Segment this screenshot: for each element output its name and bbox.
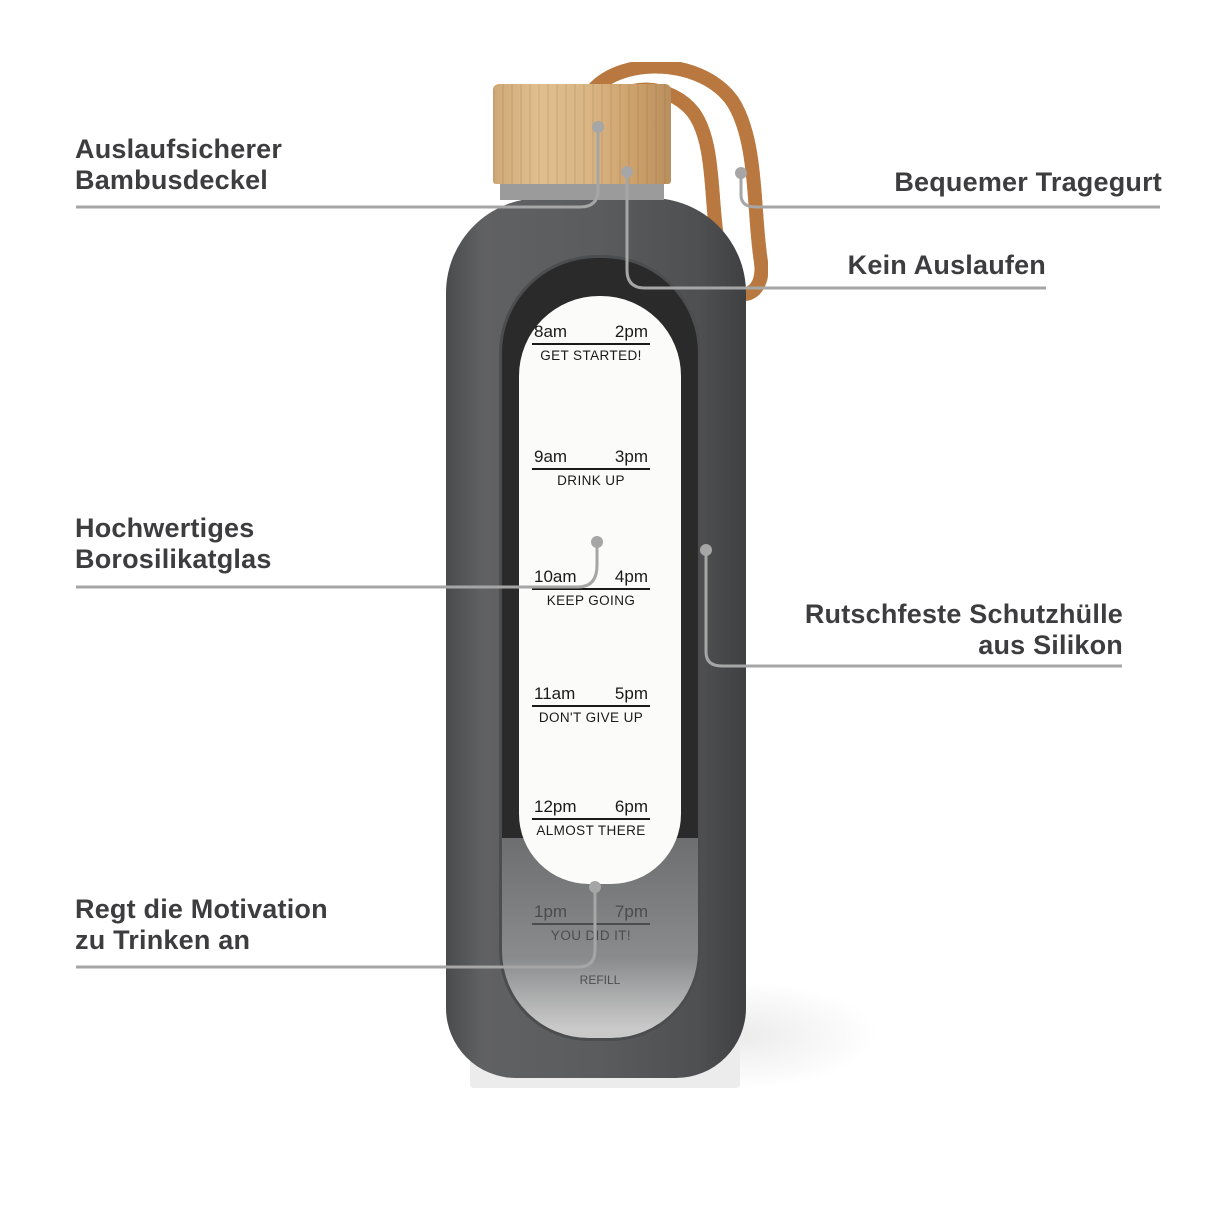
time-left: 8am	[534, 322, 568, 341]
callout-carry-strap: Bequemer Tragegurt	[894, 167, 1162, 198]
callout-borosilicate-glass: Hochwertiges Borosilikatglas	[75, 513, 272, 575]
time-marker: 8am 2pm GET STARTED!	[532, 323, 650, 363]
callout-leak-proof: Kein Auslaufen	[848, 250, 1046, 281]
glass-window: 8am 2pm GET STARTED! 9am 3pm DRINK UP 10am…	[499, 255, 701, 1041]
callout-line: zu Trinken an	[75, 925, 251, 955]
time-marker: 10am 4pm KEEP GOING	[532, 568, 650, 608]
time-left: 1pm	[534, 902, 568, 921]
time-right: 7pm	[614, 902, 648, 921]
time-marker: 12pm 6pm ALMOST THERE	[532, 798, 650, 838]
callout-silicone-sleeve: Rutschfeste Schutzhülle aus Silikon	[805, 599, 1123, 661]
time-right: 6pm	[614, 797, 648, 816]
callout-line: Regt die Motivation	[75, 894, 328, 924]
time-left: 12pm	[534, 797, 577, 816]
time-marker: 1pm 7pm YOU DID IT!	[532, 903, 650, 943]
time-left: 11am	[534, 684, 576, 703]
marking-panel	[519, 296, 681, 884]
callout-motivation: Regt die Motivation zu Trinken an	[75, 894, 328, 956]
callout-bamboo-lid: Auslaufsicherer Bambusdeckel	[75, 134, 282, 196]
marker-message: DON'T GIVE UP	[538, 710, 644, 725]
callout-line: Hochwertiges	[75, 513, 255, 543]
time-marker: 11am 5pm DON'T GIVE UP	[532, 685, 650, 725]
marker-message: ALMOST THERE	[536, 823, 646, 838]
time-left: 10am	[534, 567, 577, 586]
refill-label: REFILL	[579, 973, 621, 987]
callout-line: Bequemer Tragegurt	[894, 167, 1162, 197]
time-right: 2pm	[614, 322, 648, 341]
callout-line: Borosilikatglas	[75, 544, 272, 574]
time-right: 5pm	[614, 684, 648, 703]
callout-line: Auslaufsicherer	[75, 134, 283, 164]
callout-line: Rutschfeste Schutzhülle	[804, 599, 1123, 629]
marker-message: YOU DID IT!	[550, 928, 632, 943]
marker-message: DRINK UP	[557, 473, 625, 488]
carry-strap	[586, 62, 768, 301]
marker-message: KEEP GOING	[546, 593, 636, 608]
time-left: 9am	[534, 447, 568, 466]
time-right: 4pm	[614, 567, 648, 586]
callout-line: Bambusdeckel	[75, 165, 268, 195]
time-marker: 9am 3pm DRINK UP	[532, 448, 650, 488]
time-right: 3pm	[614, 447, 648, 466]
callout-line: aus Silikon	[978, 630, 1123, 660]
bamboo-lid	[493, 84, 671, 184]
callout-line: Kein Auslaufen	[847, 250, 1046, 280]
marker-message: GET STARTED!	[540, 348, 642, 363]
